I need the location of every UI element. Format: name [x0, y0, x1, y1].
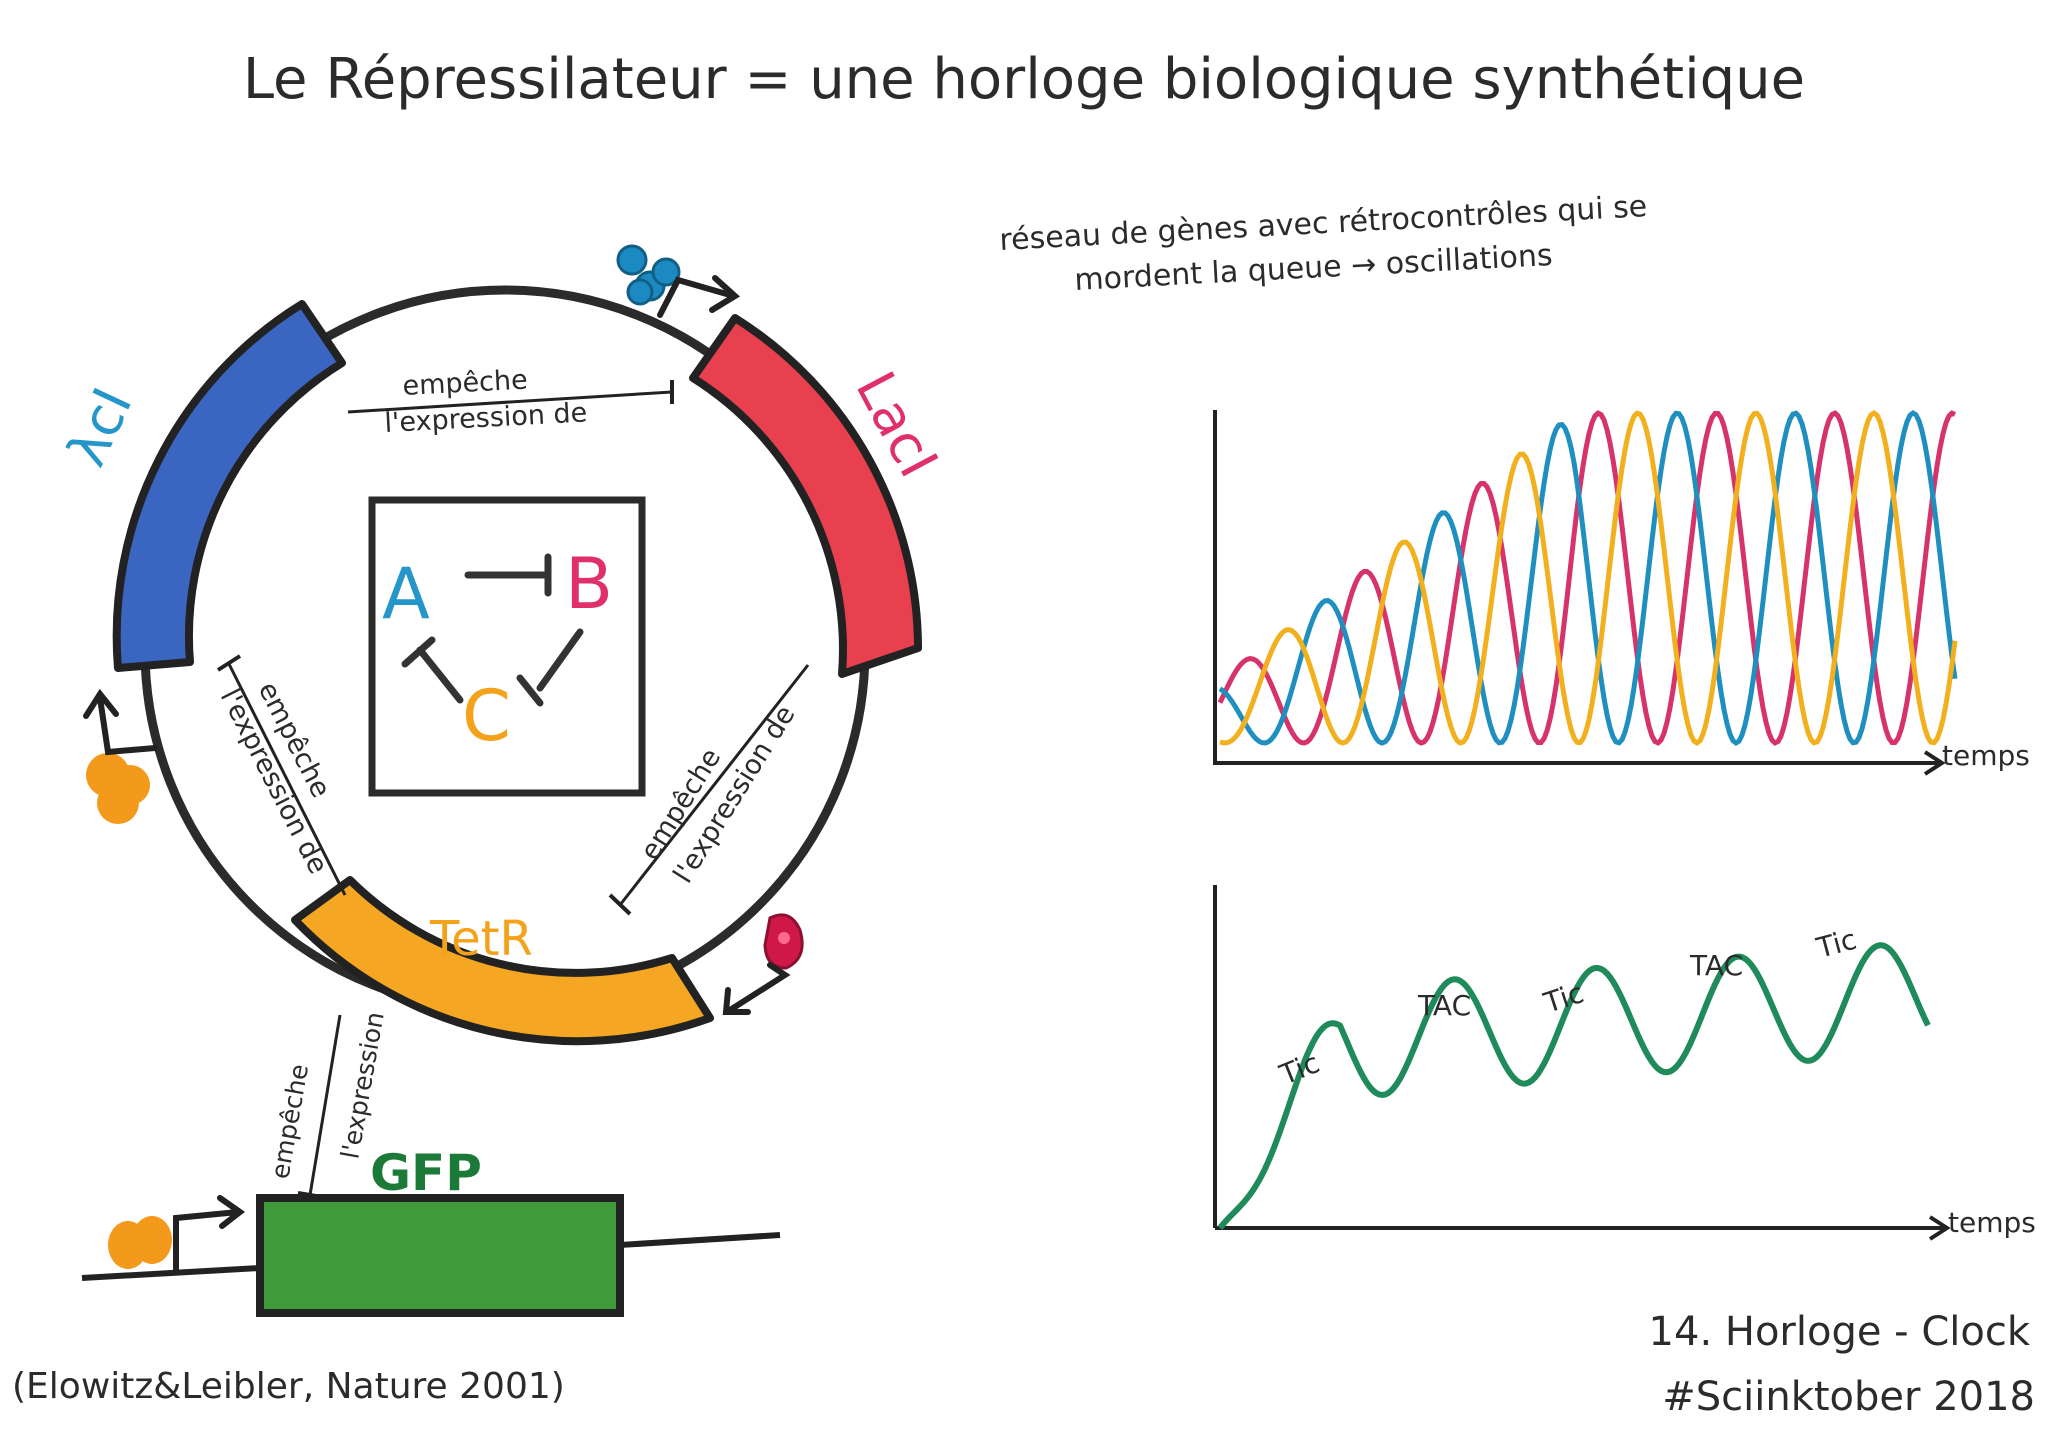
citation: (Elowitz&Leibler, Nature 2001): [12, 1366, 565, 1407]
clock-peak-label: TAC: [1417, 989, 1471, 1022]
gfp-repression-line-2: l'expression: [335, 1010, 389, 1161]
repression-top-line-2: l'expression de: [384, 397, 588, 439]
chart1-series-blue: [1218, 409, 1958, 747]
clock-chart: temps Tic TAC Tic TAC Tic: [1213, 885, 2036, 1241]
clock-peak-label: Tic: [1274, 1046, 1324, 1092]
gene-tetr-label: TetR: [429, 911, 533, 967]
gfp-promoter-arrow-icon: [173, 1195, 246, 1273]
laci-protein-icon: [763, 913, 804, 970]
repression-left: empêche l'expression de: [214, 654, 347, 896]
chart2-series-gfp: [1217, 942, 1931, 1230]
network-node-a: A: [382, 553, 430, 635]
footer-line-1: 14. Horloge - Clock: [1649, 1309, 2031, 1355]
gfp-tetr-protein-icon: [108, 1216, 172, 1269]
network-node-b: B: [565, 543, 613, 625]
gfp-gene-block: [256, 1194, 624, 1317]
lambda-ci-protein-icon: [616, 244, 681, 306]
chart1-series-yellow: [1219, 409, 1958, 747]
page-title: Le Répressilateur = une horloge biologiq…: [243, 47, 1805, 112]
oscillation-chart: temps: [1213, 409, 2030, 776]
tetr-protein-icon: [86, 753, 150, 824]
chart1-x-arrow-icon: [1923, 750, 1946, 776]
chart2-x-arrow-icon: [1928, 1215, 1951, 1241]
gene-lambda-ci-label: λcI: [55, 379, 145, 476]
repression-top-line-1: empêche: [402, 364, 529, 402]
clock-peak-label: TAC: [1689, 949, 1743, 982]
gfp-label: GFP: [370, 1144, 482, 1202]
promoter-arrow-laci-icon: [657, 275, 741, 318]
gfp-construct: GFP empêche l'expression: [81, 1010, 781, 1317]
gene-tetr-block: [291, 876, 714, 1046]
promoter-arrow-tetr-icon: [722, 962, 791, 1015]
network-box: A B C: [368, 496, 646, 797]
clock-peak-label: Tic: [1812, 923, 1860, 965]
chart2-x-label: temps: [1948, 1206, 2036, 1239]
repression-top: empêche l'expression de: [347, 364, 674, 439]
gfp-repression-line-1: empêche: [265, 1062, 314, 1181]
chart1-x-label: temps: [1942, 739, 2030, 772]
network-node-c: C: [462, 675, 511, 757]
gene-lambda-ci-block: [112, 300, 346, 672]
promoter-arrow-lambda-ci-icon: [83, 688, 158, 756]
gene-laci-block: [689, 314, 922, 678]
footer-line-2: #Sciinktober 2018: [1662, 1374, 2035, 1420]
